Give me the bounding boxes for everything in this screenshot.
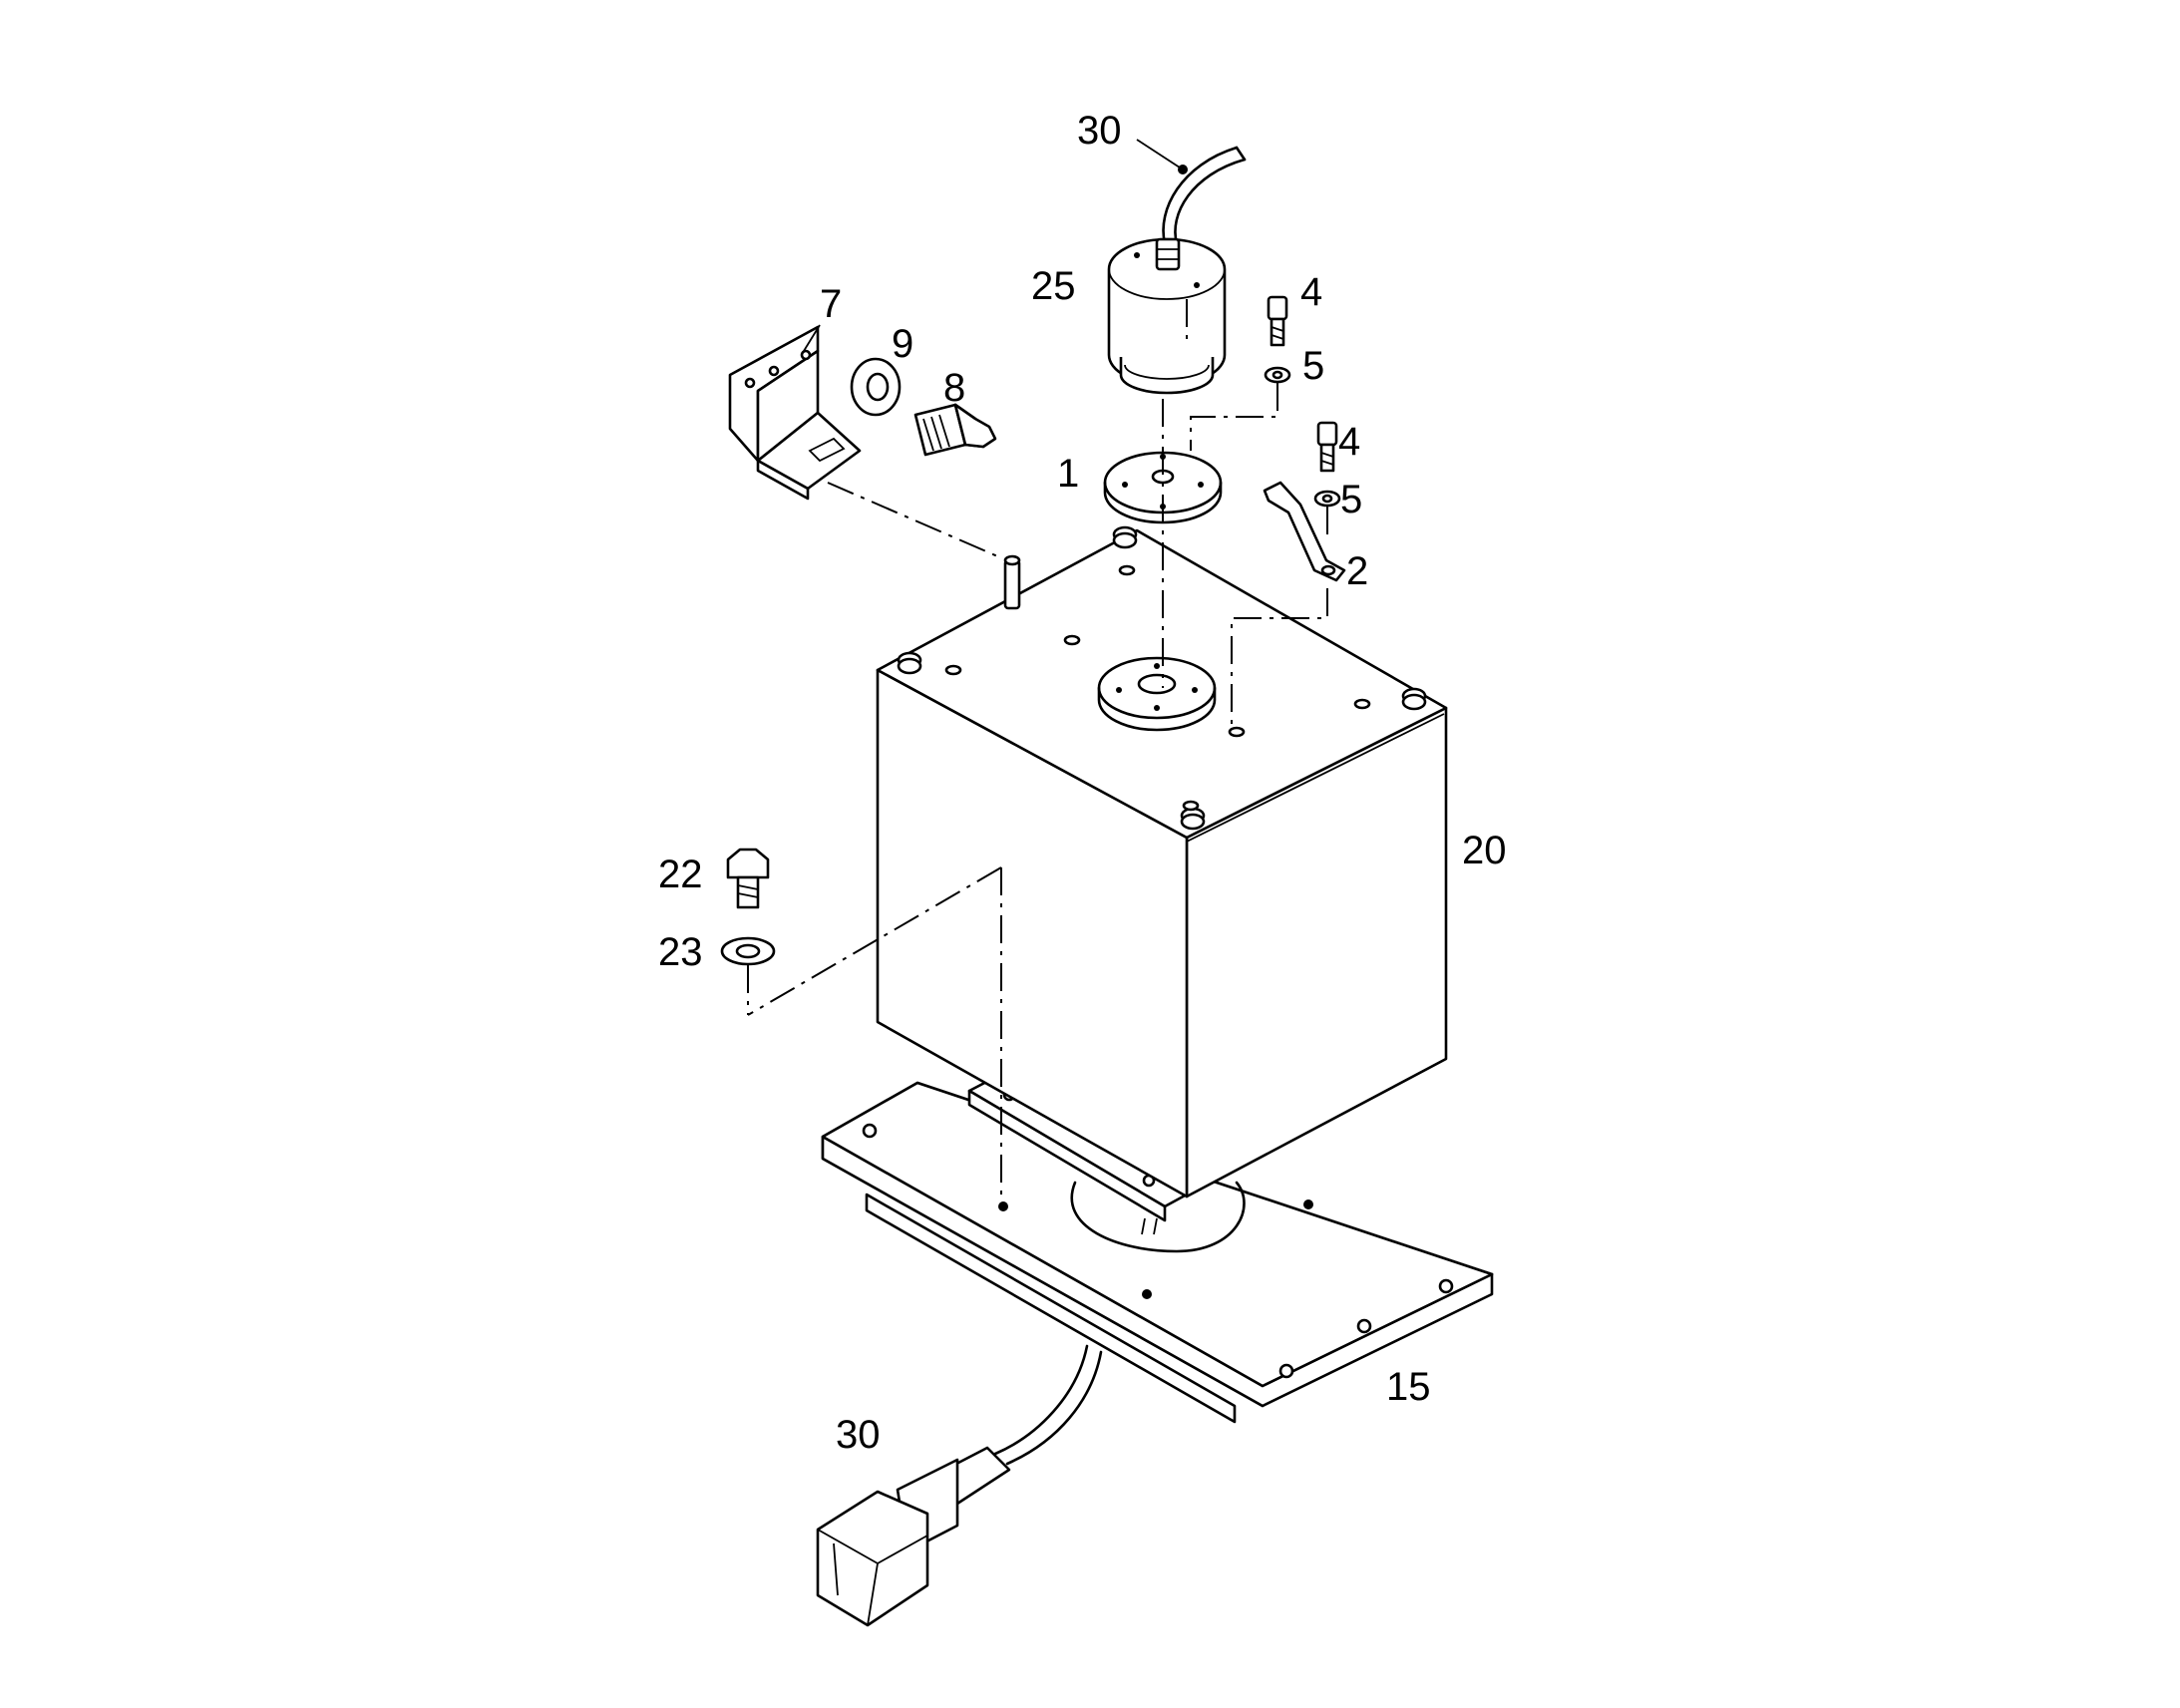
- leader-lines: [803, 139, 1188, 352]
- cable-connector: [816, 1344, 1103, 1627]
- callout-5-b: 5: [1340, 478, 1362, 521]
- base-plate: [821, 1081, 1494, 1424]
- washer: [850, 357, 902, 417]
- callout-4-b: 4: [1338, 420, 1360, 464]
- callout-4-a: 4: [1300, 270, 1322, 314]
- assembly-center-lines: [747, 299, 1328, 1204]
- corner-bolt: [897, 651, 922, 675]
- socket-screw: [1267, 295, 1288, 347]
- callout-20: 20: [1462, 829, 1507, 872]
- callout-25: 25: [1031, 264, 1076, 308]
- corner-bolt: [1401, 687, 1427, 711]
- lock-washer: [1313, 490, 1341, 508]
- socket-screw: [1316, 421, 1338, 473]
- callout-5-a: 5: [1302, 344, 1324, 388]
- callout-7: 7: [820, 282, 842, 326]
- hex-bolt-small: [726, 848, 770, 909]
- mounting-strap: [1263, 481, 1346, 582]
- callout-30-bottom: 30: [836, 1413, 881, 1457]
- support-rail: [967, 1077, 1189, 1222]
- flat-washer: [720, 936, 776, 966]
- callout-15: 15: [1386, 1365, 1431, 1409]
- callout-22: 22: [658, 853, 703, 896]
- locating-pin: [1003, 554, 1021, 610]
- sensor-unit: [1107, 146, 1247, 395]
- corner-bolt: [1180, 807, 1206, 831]
- lock-washer: [1264, 366, 1291, 384]
- callout-23: 23: [658, 930, 703, 974]
- corner-bolt: [1112, 525, 1138, 549]
- callout-8: 8: [943, 366, 965, 410]
- bracket: [728, 325, 862, 501]
- callout-30-top: 30: [1077, 109, 1122, 153]
- callout-2: 2: [1346, 549, 1368, 593]
- hex-bolt: [913, 403, 997, 457]
- callout-1: 1: [1057, 452, 1079, 496]
- callout-9: 9: [892, 322, 913, 366]
